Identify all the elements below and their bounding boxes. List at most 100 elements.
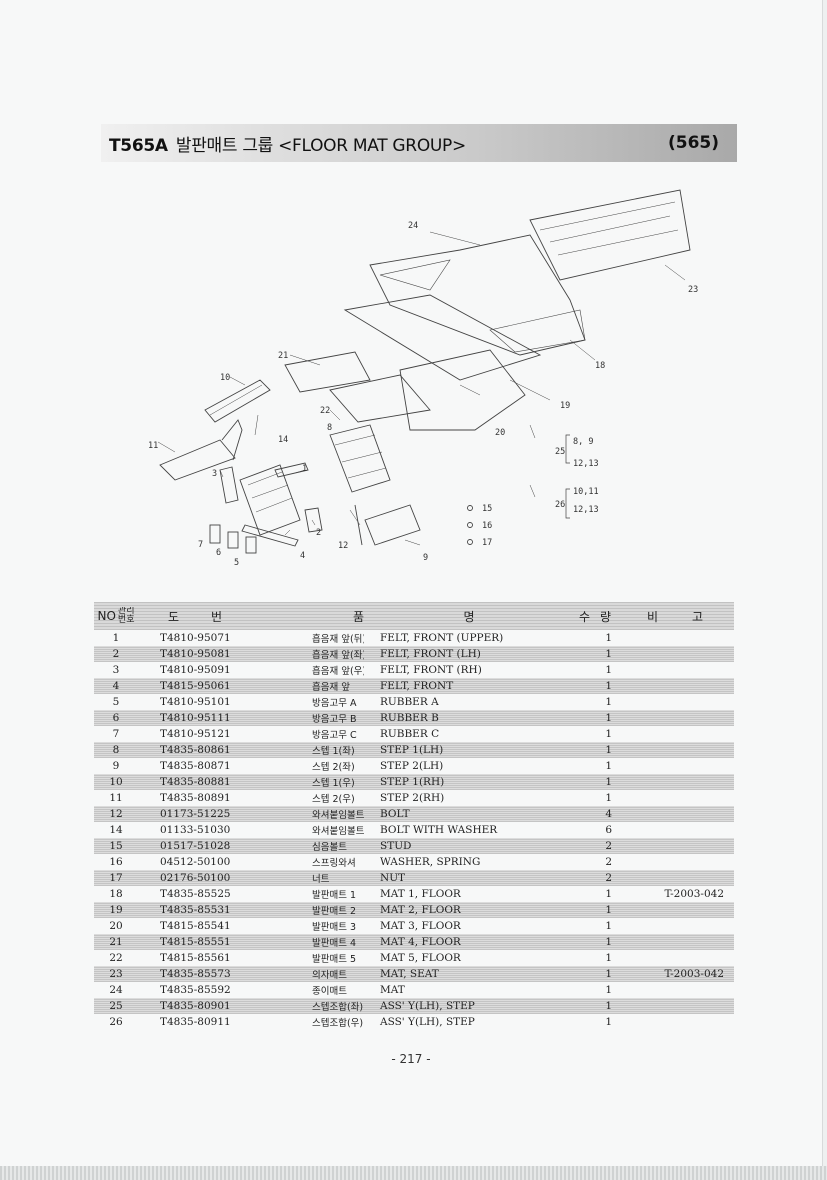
cell-name-korean: 종이매트 [312, 986, 347, 997]
cell-name-korean: 스텝조합(우) [312, 1018, 364, 1029]
header-mgmt-bottom: 번호 [117, 615, 135, 625]
cell-part-number: T4810-95121 [160, 728, 231, 740]
cell-quantity: 1 [605, 680, 612, 692]
seat-mat-shape [529, 189, 691, 281]
cell-part-number: T4815-95061 [160, 680, 231, 692]
cell-quantity: 4 [605, 808, 612, 820]
cell-no: 11 [109, 792, 123, 804]
callout-5: 5 [234, 558, 239, 568]
cell-no: 2 [112, 648, 120, 660]
cell-quantity: 1 [605, 696, 612, 708]
cell-quantity: 6 [605, 824, 612, 836]
cell-no: 22 [109, 952, 123, 964]
cell-part-number: T4835-80891 [160, 792, 231, 804]
cell-name-english: FELT, FRONT (UPPER) [380, 632, 504, 644]
cell-no: 7 [112, 728, 120, 740]
cell-part-number: T4815-85561 [160, 952, 231, 964]
group-title: 발판매트 그룹 <FLOOR MAT GROUP> [175, 135, 466, 156]
cell-part-number: T4835-80881 [160, 776, 231, 788]
group-25-bottom: 12,13 [573, 459, 599, 469]
cell-name-english: RUBBER A [380, 696, 439, 708]
cell-name-english: BOLT [380, 808, 410, 820]
header-note-b: 고 [691, 609, 704, 624]
cell-quantity: 1 [605, 744, 612, 756]
cell-part-number: T4815-85551 [160, 936, 231, 948]
cell-name-korean: 스프링와셔 [312, 858, 356, 869]
cell-name-english: RUBBER C [380, 728, 440, 740]
cell-name-english: BOLT WITH WASHER [380, 824, 498, 836]
cell-quantity: 1 [605, 1016, 612, 1028]
callout-11: 11 [148, 441, 158, 451]
cell-name-korean: 발판매트 1 [312, 890, 357, 901]
cell-no: 19 [109, 904, 123, 916]
model-code: T565A [109, 135, 168, 156]
cell-part-number: 02176-50100 [160, 872, 231, 884]
section-title: T565A 발판매트 그룹 <FLOOR MAT GROUP> [109, 131, 466, 156]
cell-name-korean: 스텝조합(좌) [312, 1002, 364, 1013]
cell-quantity: 1 [605, 904, 612, 916]
section-title-bar: T565A 발판매트 그룹 <FLOOR MAT GROUP> (565) [101, 124, 737, 162]
cell-name-english: STEP 2(LH) [380, 760, 444, 772]
cell-quantity: 2 [605, 840, 612, 852]
floor-mat-5-shape [329, 374, 431, 423]
header-name-left: 품 [252, 608, 364, 625]
cell-part-number: 01173-51225 [160, 808, 231, 820]
cell-name-korean: 방음고무 C [312, 730, 357, 741]
callout-24: 24 [408, 221, 418, 231]
cell-quantity: 2 [605, 872, 612, 884]
floor-mat-2-shape [343, 294, 542, 381]
cell-note: T-2003-042 [664, 968, 724, 980]
cell-no: 1 [112, 632, 120, 644]
cell-part-number: T4835-80901 [160, 1000, 231, 1012]
cell-part-number: 04512-50100 [160, 856, 231, 868]
callout-10: 10 [220, 373, 230, 383]
callout-22: 22 [320, 406, 330, 416]
callout-4: 4 [300, 551, 305, 561]
cell-name-english: MAT 4, FLOOR [380, 936, 461, 948]
group-25-top: 8, 9 [573, 437, 593, 447]
cell-name-korean: 흡음재 앞(뒤) [312, 634, 364, 645]
cell-no: 14 [109, 824, 123, 836]
cell-no: 17 [109, 872, 123, 884]
cell-name-korean: 스텝 2(좌) [312, 762, 355, 773]
cell-name-korean: 방음고무 B [312, 714, 357, 725]
cell-part-number: T4810-95111 [160, 712, 231, 724]
header-mgmt-top: 관리 [117, 607, 135, 616]
section-code: (565) [667, 133, 719, 153]
cell-quantity: 1 [605, 792, 612, 804]
cell-name-english: STUD [380, 840, 412, 852]
cell-name-english: FELT, FRONT [380, 680, 454, 692]
cell-name-korean: 의자매트 [312, 970, 347, 981]
page-number: - 217 - [391, 1052, 431, 1066]
cell-name-english: MAT 2, FLOOR [380, 904, 461, 916]
cell-name-english: WASHER, SPRING [380, 856, 481, 868]
callout-9: 9 [423, 553, 428, 563]
cell-no: 15 [109, 840, 123, 852]
cell-part-number: T4835-80861 [160, 744, 231, 756]
cell-name-korean: 와셔붙임볼트 [312, 826, 364, 837]
cell-no: 9 [112, 760, 120, 772]
cell-quantity: 1 [605, 664, 612, 676]
callout-1: 1 [302, 464, 307, 474]
header-qty-b: 량 [599, 609, 612, 624]
cell-no: 6 [112, 712, 120, 724]
cell-quantity: 1 [605, 920, 612, 932]
step2-lh-shape [364, 504, 421, 546]
table-row: 14 01133-51030 와셔붙임볼트 BOLT WITH WASHER 6 [94, 822, 734, 838]
cell-no: 16 [109, 856, 123, 868]
callout-2: 2 [316, 528, 321, 538]
cell-name-korean: 방음고무 A [312, 698, 357, 709]
cell-part-number: 01133-51030 [160, 824, 231, 836]
group-26-bottom: 12,13 [573, 505, 599, 515]
